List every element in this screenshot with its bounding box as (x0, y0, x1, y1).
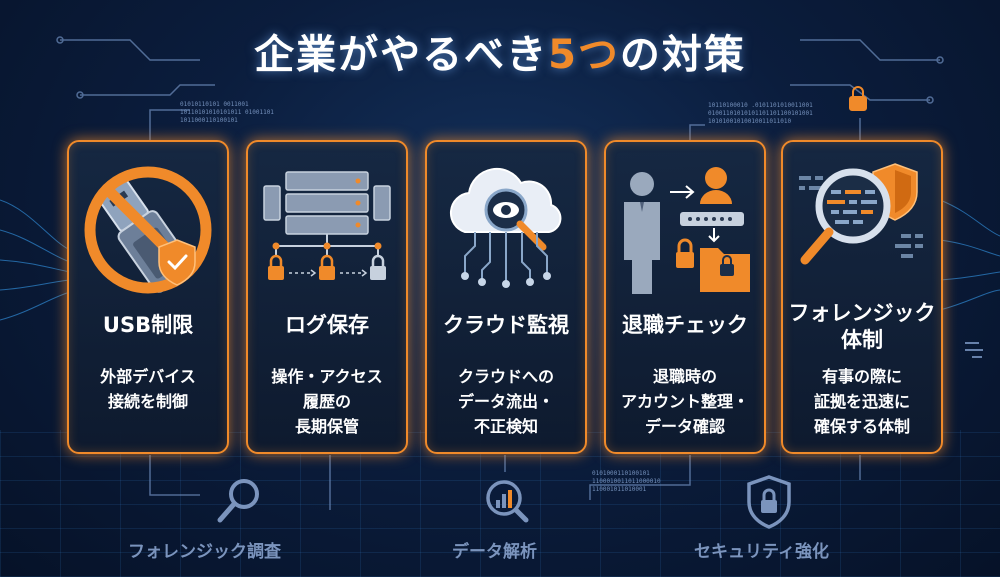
card-description: 外部デバイス 接続を制御 (69, 364, 227, 414)
shield-lock-icon (747, 475, 791, 529)
card-description: 操作・アクセス 履歴の 長期保管 (248, 364, 406, 439)
offboarding-check-icon (624, 167, 750, 294)
card-desc-line: 操作・アクセス (271, 367, 383, 386)
binary-text-top-right: 10110100010 .0101101010011001 0100110101… (708, 102, 813, 126)
card-title-line: ログ保存 (285, 313, 369, 337)
card-usb-restriction: USB制限 外部デバイス 接続を制御 (67, 140, 229, 454)
card-desc-line: データ確認 (644, 417, 725, 436)
card-desc-line: 不正検知 (473, 417, 538, 436)
page-title: 企業がやるべき5つの対策 (254, 22, 746, 80)
card-title-line: 退職チェック (622, 313, 748, 337)
magnifier-icon (217, 479, 259, 523)
binary-line: 01001101010101101101100101001 (708, 110, 813, 117)
title-prefix: 企業がやるべき (254, 32, 549, 78)
card-desc-line: 外部デバイス (100, 367, 196, 386)
title-number: 5つ (548, 32, 620, 78)
binary-line: 10110101010101011 01001101 (180, 109, 274, 116)
usb-prohibited-icon (84, 166, 212, 294)
card-log-storage: ログ保存 操作・アクセス 履歴の 長期保管 (246, 140, 408, 454)
card-desc-line: 履歴の (302, 392, 351, 411)
analytics-icon (486, 480, 529, 523)
card-desc-line: 確保する体制 (813, 417, 910, 436)
card-title-line: USB制限 (102, 313, 194, 337)
card-desc-line: 接続を制御 (107, 392, 188, 411)
card-description: 退職時の アカウント整理・ データ確認 (606, 364, 764, 439)
binary-text-top-left: 01010110101 0011001 10110101010101011 01… (180, 101, 274, 125)
card-title-line: 体制 (841, 328, 883, 352)
title-wrap: 企業がやるべき5つの対策 (0, 22, 1000, 80)
card-desc-line: アカウント整理・ (620, 392, 749, 411)
card-description: 有事の際に 証拠を迅速に 確保する体制 (783, 364, 941, 439)
binary-line: 110001011010001 (592, 486, 647, 493)
binary-line: 0101000110100101 (592, 470, 650, 477)
card-title: クラウド監視 (427, 312, 585, 339)
card-desc-line: データ流出・ (457, 392, 554, 411)
card-desc-line: 証拠を迅速に (813, 392, 910, 411)
card-desc-line: 長期保管 (294, 417, 359, 436)
binary-line: 1011000110100101 (180, 117, 238, 124)
card-title-line: フォレンジック (788, 301, 936, 325)
cloud-monitor-icon (449, 167, 562, 288)
server-log-icon (263, 171, 391, 280)
card-desc-line: 有事の際に (821, 367, 902, 386)
card-title: ログ保存 (248, 312, 406, 339)
card-offboarding-check: 退職チェック 退職時の アカウント整理・ データ確認 (604, 140, 766, 454)
forensic-investigation-icon (799, 163, 923, 265)
card-title: USB制限 (69, 312, 227, 339)
bottom-label-data-analysis: データ解析 (452, 542, 537, 562)
bottom-label-security-enhancement: セキュリティ強化 (694, 542, 829, 562)
card-description: クラウドへの データ流出・ 不正検知 (427, 364, 585, 439)
binary-line: 1100010011011000010 (592, 478, 661, 485)
bottom-label-forensic-investigation: フォレンジック調査 (128, 542, 281, 562)
binary-line: 10110100010 .0101101010011001 (708, 102, 813, 109)
card-title-line: クラウド監視 (443, 313, 569, 337)
binary-text-bottom: 0101000110100101 1100010011011000010 110… (592, 470, 661, 494)
binary-line: 01010110101 0011001 (180, 101, 249, 108)
binary-line: 10101001010010011011010 (708, 118, 792, 125)
card-desc-line: クラウドへの (457, 367, 554, 386)
title-suffix: の対策 (619, 32, 746, 78)
card-desc-line: 退職時の (652, 367, 717, 386)
card-title: 退職チェック (606, 312, 764, 339)
card-title: フォレンジック 体制 (783, 300, 941, 354)
card-cloud-monitoring: クラウド監視 クラウドへの データ流出・ 不正検知 (425, 140, 587, 454)
card-forensics: フォレンジック 体制 有事の際に 証拠を迅速に 確保する体制 (781, 140, 943, 454)
